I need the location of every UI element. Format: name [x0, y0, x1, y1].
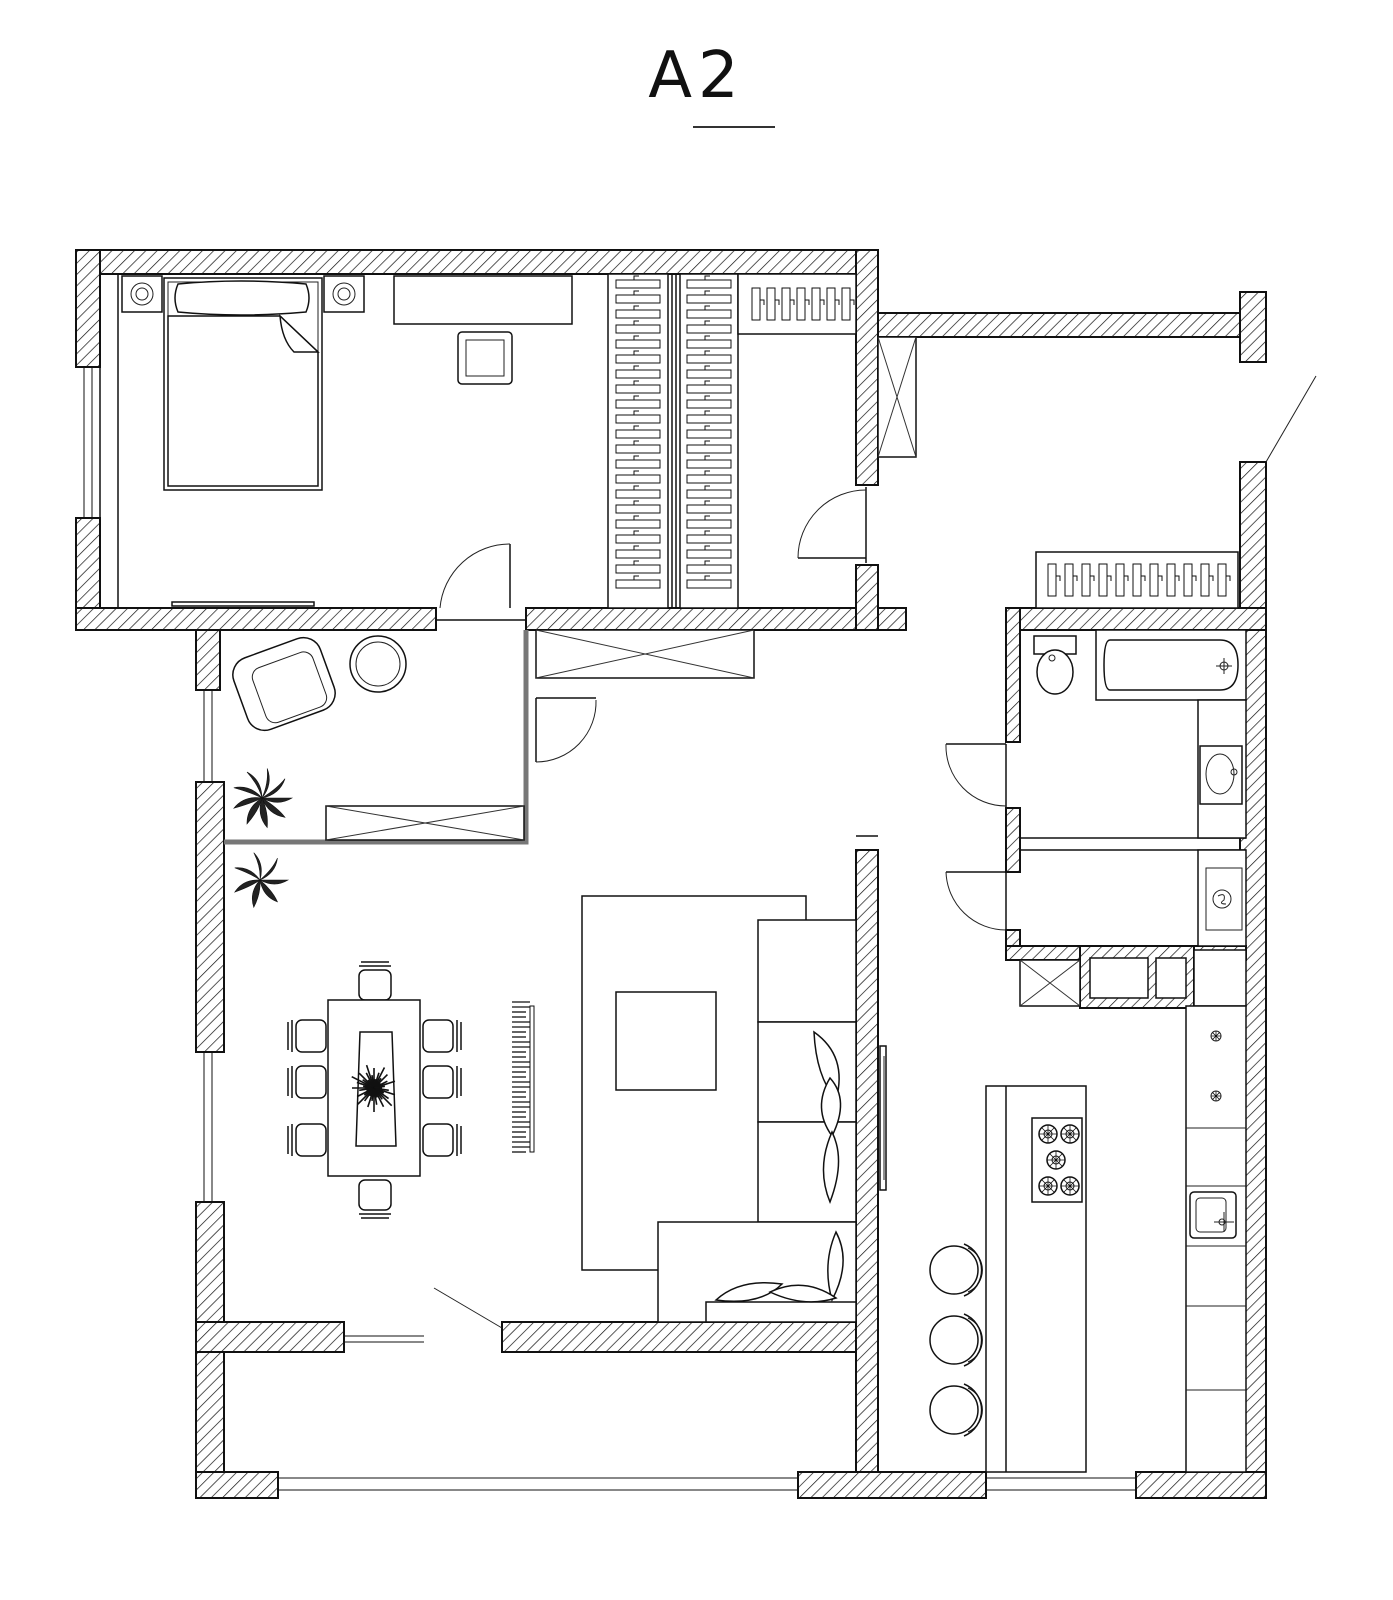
stove-knob [1210, 1030, 1222, 1042]
kitchen-counter [1185, 1005, 1247, 1473]
toilet-icon [1033, 635, 1077, 695]
wall-living-kitchen [855, 849, 879, 1499]
washer [1197, 849, 1247, 947]
tv [879, 1045, 887, 1191]
plant-icon [234, 852, 290, 909]
wall-bedroom-bottom-right [525, 607, 907, 631]
wall-kitchen-bottom-right [1135, 1471, 1267, 1499]
wall-bedroom-right-lower [855, 564, 879, 631]
wall-bedroom-left-upper [75, 249, 101, 368]
door-swing-icon [797, 487, 867, 563]
plant-icon [232, 768, 294, 829]
sofa-icon [657, 919, 857, 1323]
door-swing-icon [1265, 375, 1317, 463]
plan-title: A2 [648, 39, 745, 113]
sink-icon [1199, 745, 1243, 805]
door-swing-icon [535, 697, 597, 763]
kitchen [929, 1005, 1247, 1473]
wall-bath-top [1005, 607, 1267, 631]
sink-icon [1189, 1191, 1237, 1239]
wall-bath-left-mid [1005, 807, 1021, 873]
wall-bath-left-upper [1005, 607, 1021, 743]
desk [393, 275, 573, 325]
door-swing-icon [433, 1287, 503, 1329]
wall-living-bottom-right [501, 1321, 859, 1353]
bar-stool-icon [929, 1243, 984, 1437]
wall-bedroom-right-upper [855, 249, 879, 486]
doors [433, 375, 1317, 1329]
radiator-icon [512, 1001, 535, 1153]
wall-balcony-bottom-left [195, 1471, 279, 1499]
bed-icon [163, 277, 323, 491]
dining-table-icon [287, 961, 462, 1219]
wall-corridor-end [1239, 291, 1267, 363]
wall-living-left-upper [195, 781, 225, 1053]
bathroom [1033, 629, 1247, 947]
cooktop-icon [1031, 1117, 1083, 1203]
bathtub-icon [1103, 639, 1239, 691]
coffee-table [615, 991, 717, 1091]
wardrobe-icon [607, 273, 739, 609]
stove-knob [1210, 1090, 1222, 1102]
shafts [1019, 949, 1247, 1007]
wall-bedroom-top [75, 249, 879, 275]
nightstand-left [121, 275, 163, 313]
living-room [512, 895, 887, 1323]
wall-balcony-bottom-right [797, 1471, 987, 1499]
windows [83, 367, 1136, 1491]
door-swing-icon [945, 743, 1007, 808]
bedroom [121, 273, 857, 609]
side-table [349, 635, 407, 693]
nightstand-right [323, 275, 365, 313]
wall-corridor-top [877, 312, 1263, 338]
wall-hall-left-upper [195, 629, 221, 691]
corridor-storage [535, 336, 1239, 679]
door-swing-icon [945, 871, 1007, 931]
wall-bedroom-bottom-left [75, 607, 437, 631]
wall-living-bottom-left [195, 1321, 345, 1353]
door-swing-icon [436, 543, 526, 621]
title-underline [693, 126, 775, 128]
armchair-icon [457, 331, 513, 385]
armchair-icon [232, 636, 336, 732]
study [232, 635, 525, 909]
laptop [171, 601, 315, 607]
